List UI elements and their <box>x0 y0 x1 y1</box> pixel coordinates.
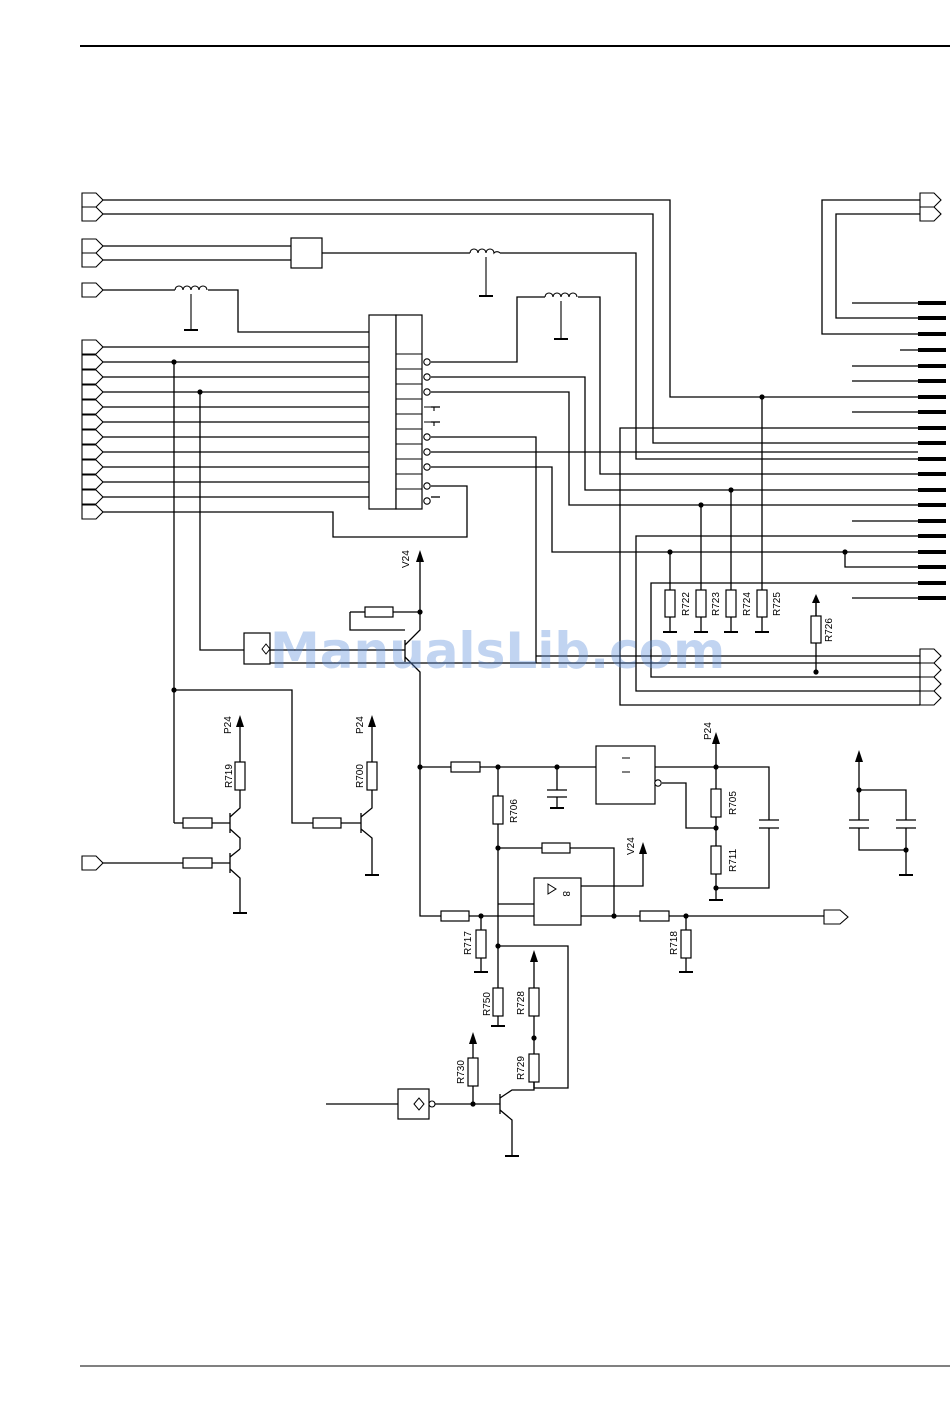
arrow-p24-b <box>368 715 376 727</box>
opamp-pin-label: 8 <box>560 891 571 897</box>
label-r728: R728 <box>516 991 527 1015</box>
label-r726: R726 <box>824 618 835 642</box>
label-r729: R729 <box>516 1056 527 1080</box>
arrow-v24-mid <box>639 842 647 854</box>
gate-circle <box>429 1101 435 1107</box>
right-top-connectors <box>920 193 941 221</box>
label-r750: R750 <box>482 992 493 1016</box>
arrow-v24-top <box>416 550 424 562</box>
label-r725: R725 <box>772 592 783 616</box>
connector-block <box>369 315 422 509</box>
label-v24-top: V24 <box>401 550 412 568</box>
arrow-cap <box>855 750 863 762</box>
label-p24-b: P24 <box>355 716 366 734</box>
label-r700: R700 <box>355 764 366 788</box>
label-r718: R718 <box>669 931 680 955</box>
driver-resistors <box>183 762 377 868</box>
ic-box <box>596 746 655 804</box>
label-r706: R706 <box>509 799 520 823</box>
small-ticks <box>424 407 434 426</box>
label-v24-mid: V24 <box>626 837 637 855</box>
label-p24-a: P24 <box>223 716 234 734</box>
logic-box <box>291 238 322 268</box>
arrow-r728 <box>530 950 538 962</box>
opamp-box <box>534 878 581 925</box>
label-r723: R723 <box>711 592 722 616</box>
output-connector <box>824 910 848 924</box>
resistor-opto <box>365 607 393 617</box>
left-connectors <box>82 193 103 870</box>
output-circles <box>424 359 430 504</box>
label-r711: R711 <box>728 848 739 872</box>
label-r717: R717 <box>463 931 474 955</box>
label-r722: R722 <box>681 592 692 616</box>
label-r719: R719 <box>224 764 235 788</box>
label-r724: R724 <box>742 592 753 616</box>
bottom-driver <box>326 1040 534 1156</box>
label-r730: R730 <box>456 1060 467 1084</box>
label-p24-c: P24 <box>703 722 714 740</box>
arrow-p24-a <box>236 715 244 727</box>
label-r705: R705 <box>728 791 739 815</box>
junctions <box>171 359 908 1106</box>
pin-header <box>918 303 946 598</box>
driver-grounds <box>233 875 379 913</box>
arrow-r726 <box>812 594 820 616</box>
right-mid-connectors <box>920 649 941 705</box>
ic-output-circle <box>655 780 661 786</box>
cap-pair <box>849 760 916 875</box>
watermark: ManualsLib.com <box>270 622 725 680</box>
